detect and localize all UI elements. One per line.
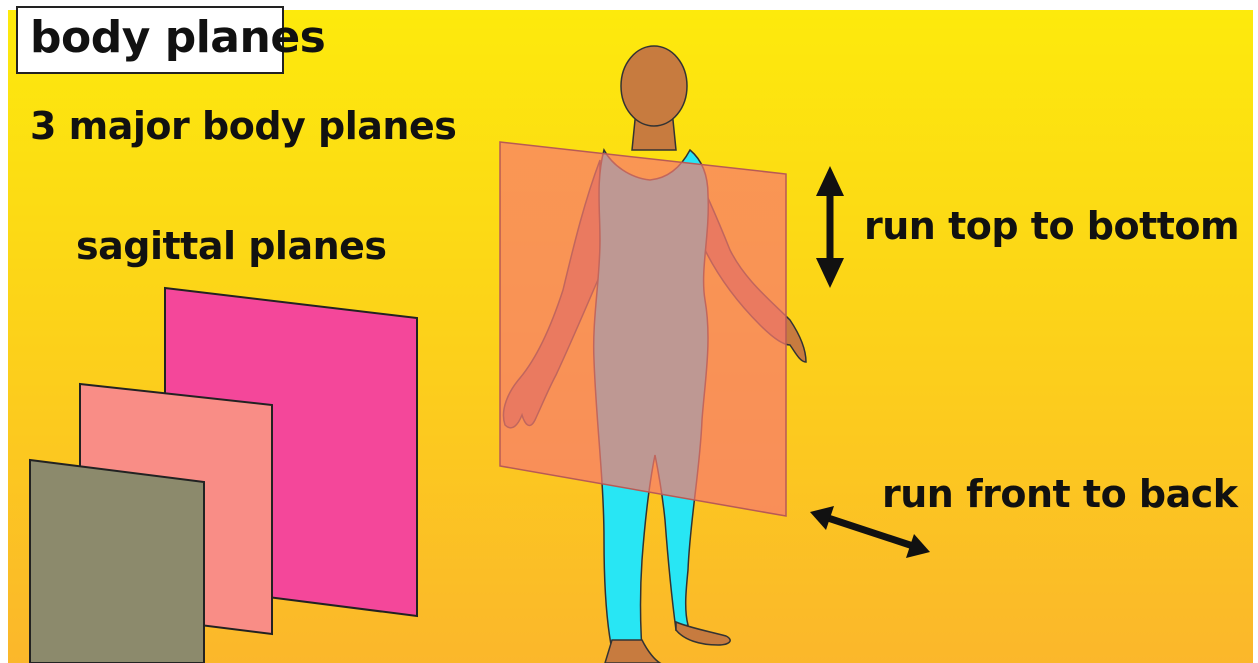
run-front-to-back-label: run front to back [882, 472, 1238, 516]
left-foot [605, 640, 660, 663]
body-sagittal-plane [500, 142, 786, 516]
sagittal-plane-front [30, 460, 204, 663]
head [621, 46, 687, 126]
right-foot [676, 622, 730, 645]
sagittal-planes-stack [30, 288, 417, 663]
run-top-to-bottom-label: run top to bottom [864, 204, 1239, 248]
double-arrow-vertical-icon [816, 166, 844, 288]
